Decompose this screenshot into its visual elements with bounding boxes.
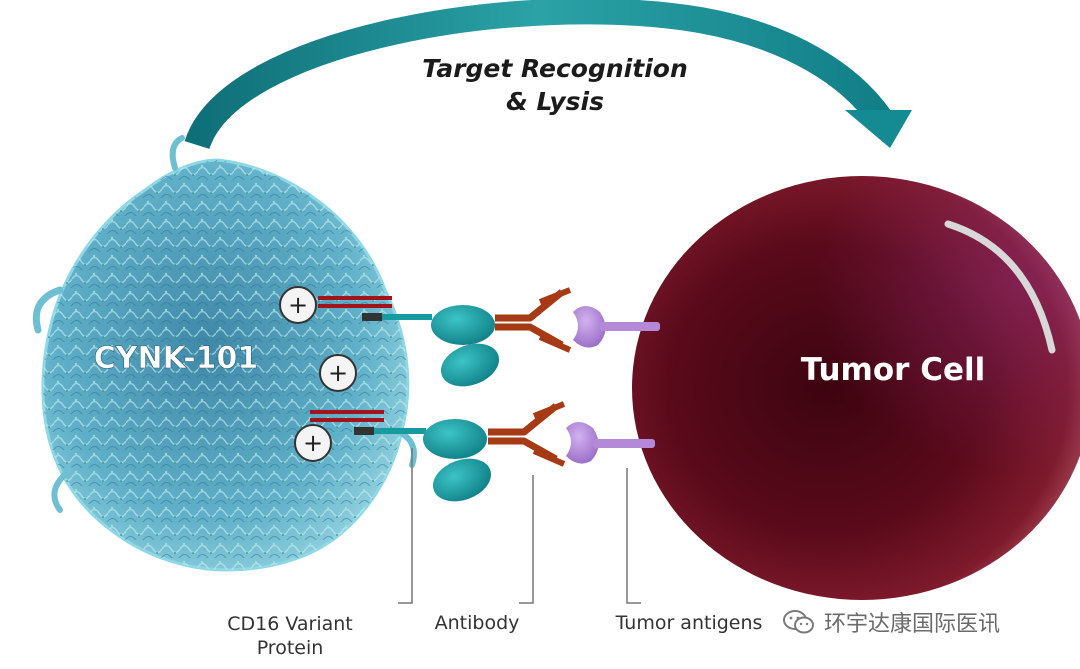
tumor-antigens-label: Tumor antigens — [615, 612, 763, 634]
watermark: 环宇达康国际医讯 — [782, 606, 1000, 638]
tumor-highlight — [944, 220, 1056, 354]
cd16-label: CD16 Variant Protein — [222, 612, 358, 660]
tumor-cell-label: Tumor Cell — [801, 352, 986, 388]
cd16-label-line1: CD16 Variant — [227, 613, 353, 635]
nk-protrusion — [51, 467, 73, 513]
antibody-lower — [423, 401, 566, 502]
leader-line-antigen — [626, 468, 641, 604]
lysis-arrowhead — [845, 110, 912, 148]
antibody-upper — [431, 287, 572, 387]
leader-line-antibody — [519, 475, 534, 604]
nk-protrusion — [32, 286, 64, 334]
leader-line-cd16 — [398, 448, 413, 604]
cd16-receptor-upper — [318, 296, 432, 321]
tumor-antigen-upper — [573, 306, 660, 348]
nk-cell — [32, 135, 417, 572]
cd16-receptor-lower — [310, 410, 426, 435]
cd16-label-line2: Protein — [256, 637, 324, 659]
svg-text:+: + — [288, 291, 308, 319]
plus-charge-icon: + — [279, 286, 317, 324]
tumor-cell — [632, 176, 1080, 600]
antibody-label: Antibody — [434, 612, 520, 634]
lysis-arc-arrow — [184, 0, 891, 150]
svg-text:+: + — [303, 429, 323, 457]
arrow-title-line2: & Lysis — [506, 87, 604, 116]
arrow-title-line1: Target Recognition — [422, 54, 688, 83]
svg-text:+: + — [328, 359, 348, 387]
plus-charge-icon: + — [319, 354, 357, 392]
tumor-antigen-lower — [566, 422, 655, 464]
nk-cell-label: CYNK-101 — [94, 341, 259, 376]
wechat-icon — [783, 610, 814, 634]
plus-charge-icon: + — [294, 424, 332, 462]
watermark-text: 环宇达康国际医讯 — [824, 612, 1001, 637]
nk-protrusion — [169, 135, 185, 171]
